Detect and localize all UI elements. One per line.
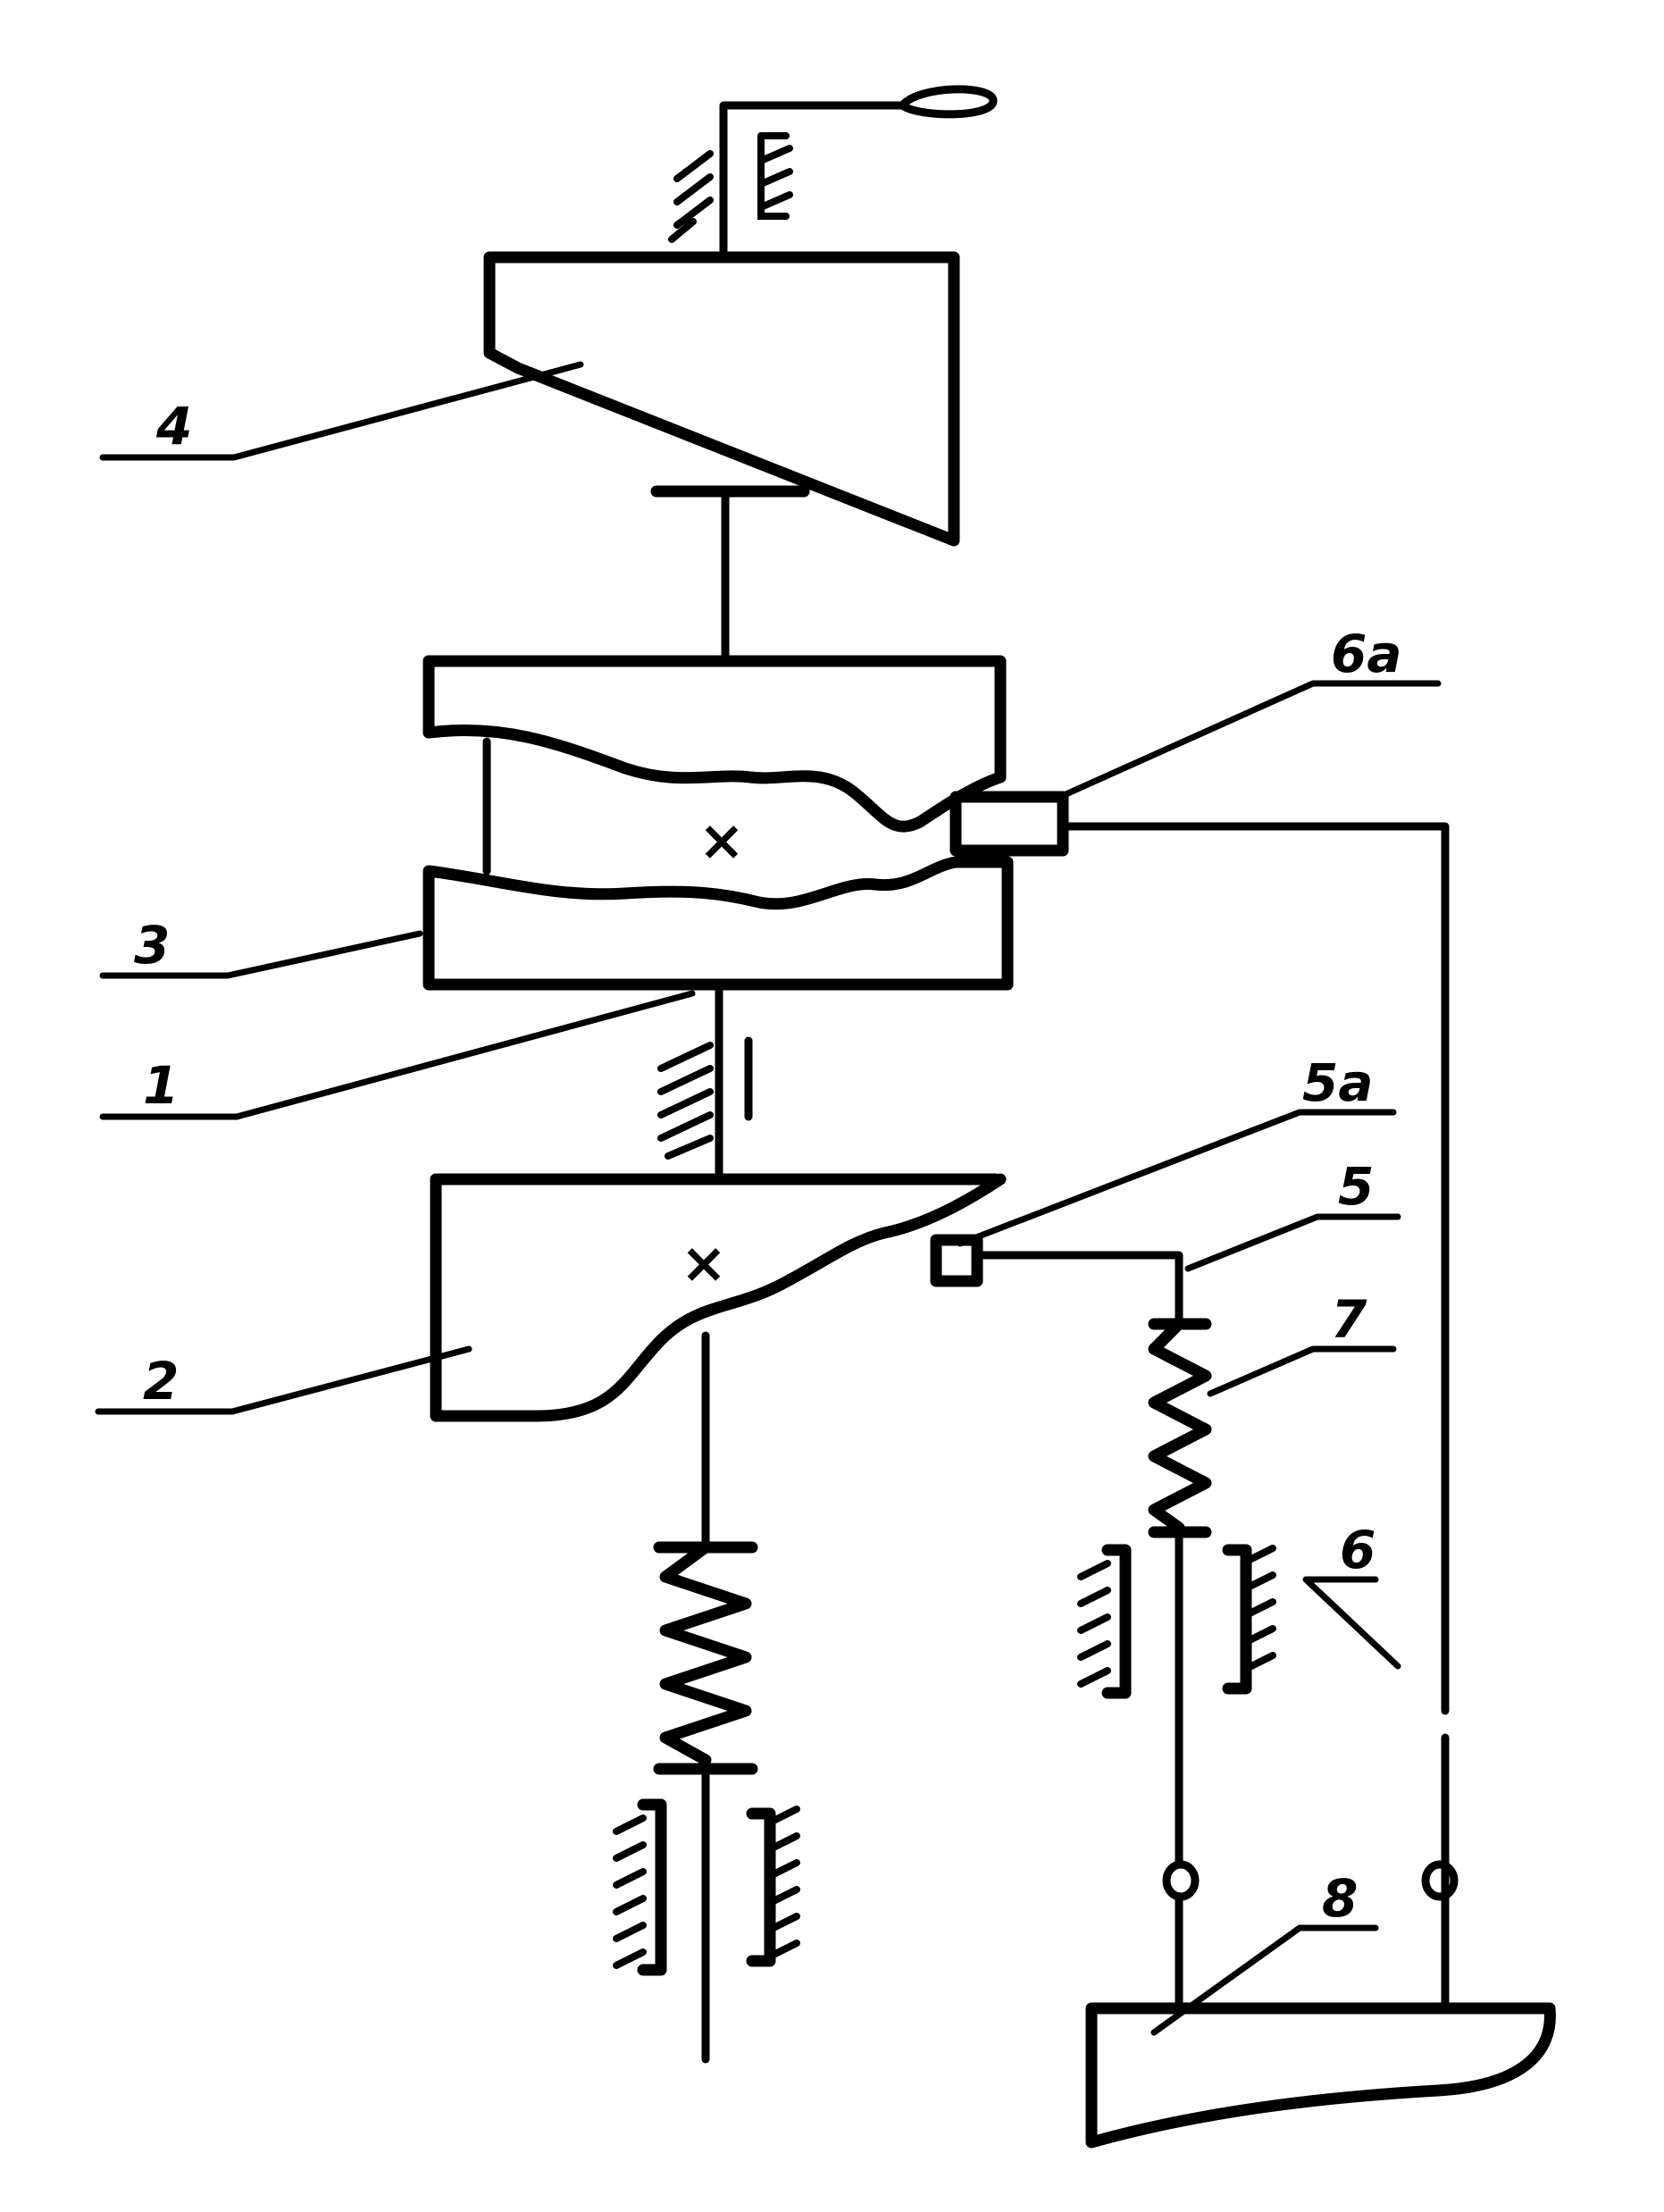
lower-spring [653,1541,758,1903]
leader-6a [1050,680,1442,803]
leader-5 [1184,1213,1401,1272]
label-2: 2 [143,1351,179,1412]
label-1: 1 [143,1055,179,1116]
leader-8 [1150,1924,1379,2036]
leader-2 [95,1345,472,1415]
cam-housing-3 [422,655,1014,991]
label-6: 6 [1340,1520,1376,1580]
lower-guide-hatch [613,1798,800,1976]
leader-1 [99,990,696,1120]
rod-5-spring-7 [1148,1318,1212,2010]
label-6a: 6a [1331,624,1402,684]
label-4: 4 [155,396,192,457]
leader-6 [1302,1576,1401,1670]
label-7: 7 [1331,1289,1367,1350]
sensor-6a [949,791,1459,2010]
top-guide-hatch [668,132,793,243]
label-5: 5 [1338,1156,1374,1217]
wedge-block-4 [483,251,960,547]
base-block-8 [1085,2002,1556,2149]
leader-7 [1207,1345,1397,1397]
leader-4 [99,361,584,461]
cam-block-2 [430,1173,1007,1422]
leader-3 [99,930,423,979]
label-8: 8 [1322,1868,1358,1929]
leader-5a [957,1109,1397,1247]
label-5a: 5a [1302,1052,1374,1113]
rod-4-to-3 [650,485,810,661]
pivot-marker-lower: × [681,1230,727,1295]
pivot-marker-upper: × [698,808,745,873]
shaft-1 [657,980,753,1184]
label-3: 3 [134,915,170,976]
sensor-5a [930,1234,1183,1327]
rod-5-guide-hatch [1077,1544,1276,1699]
top-handle [719,85,998,259]
